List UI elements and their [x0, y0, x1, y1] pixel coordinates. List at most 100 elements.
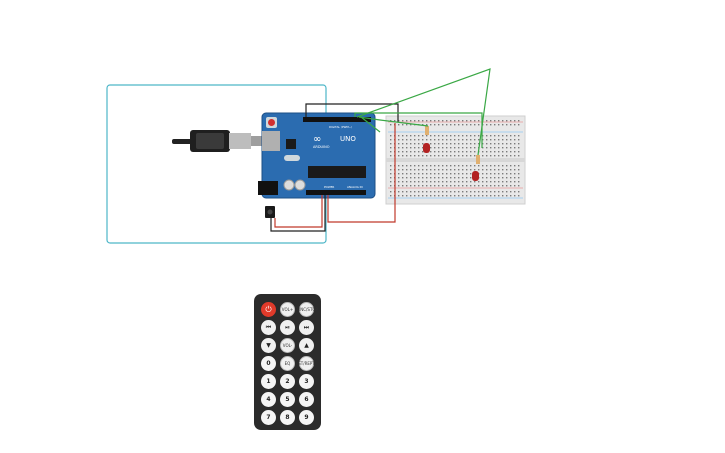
breadboard-hole	[510, 139, 512, 141]
breadboard-hole	[506, 151, 508, 153]
led-1[interactable]	[423, 143, 430, 153]
breadboard-hole	[430, 147, 432, 149]
breadboard-hole	[398, 169, 400, 171]
ir-receiver[interactable]	[265, 206, 275, 218]
breadboard-hole	[442, 169, 444, 171]
remote-digit-7-button[interactable]: 7	[261, 410, 276, 425]
breadboard-hole	[518, 191, 520, 193]
breadboard-hole	[402, 169, 404, 171]
remote-vol-up-button[interactable]: VOL+	[280, 302, 295, 317]
remote-down-button[interactable]: ▼	[261, 338, 276, 353]
breadboard-hole	[518, 173, 520, 175]
breadboard-hole	[502, 195, 504, 197]
breadboard-hole	[402, 181, 404, 183]
breadboard-hole	[462, 173, 464, 175]
remote-digit-0-button[interactable]: 0	[261, 356, 276, 371]
breadboard-hole	[482, 177, 484, 179]
breadboard-hole	[470, 151, 472, 153]
breadboard-hole	[518, 139, 520, 141]
breadboard-hole	[510, 169, 512, 171]
breadboard-hole	[482, 191, 484, 193]
breadboard-hole	[446, 139, 448, 141]
breadboard-hole	[454, 147, 456, 149]
remote-digit-5-button[interactable]: 5	[280, 392, 295, 407]
breadboard-hole	[518, 151, 520, 153]
breadboard-hole	[434, 169, 436, 171]
breadboard-hole	[462, 191, 464, 193]
remote-digit-9-button[interactable]: 9	[299, 410, 314, 425]
breadboard-hole	[462, 169, 464, 171]
remote-prev-button[interactable]: ⏮	[261, 320, 276, 335]
remote-next-button[interactable]: ⏭	[299, 320, 314, 335]
breadboard-hole	[410, 124, 412, 126]
breadboard-hole	[414, 143, 416, 145]
breadboard-hole	[490, 120, 492, 122]
breadboard-hole	[486, 177, 488, 179]
wire-black-ir	[270, 195, 326, 232]
breadboard-hole	[494, 135, 496, 137]
arduino-uno-board[interactable]: ∞ ARDUINO UNO DIGITAL (PWM~) POWER ANALO…	[258, 112, 376, 199]
remote-func-stop-button[interactable]: FUNC/STOP	[295, 302, 318, 317]
breadboard-hole	[446, 124, 448, 126]
breadboard-hole	[390, 147, 392, 149]
breadboard-hole	[466, 169, 468, 171]
remote-digit-4-button[interactable]: 4	[261, 392, 276, 407]
analog-header-label: ANALOG IN	[347, 185, 363, 189]
breadboard-hole	[462, 181, 464, 183]
remote-eq-button[interactable]: EQ	[280, 356, 295, 371]
breadboard-hole	[390, 165, 392, 167]
breadboard-hole	[398, 151, 400, 153]
breadboard-hole	[390, 169, 392, 171]
breadboard-hole	[390, 155, 392, 157]
breadboard-hole	[398, 120, 400, 122]
breadboard-hole	[450, 195, 452, 197]
breadboard-hole	[442, 191, 444, 193]
breadboard-hole	[450, 124, 452, 126]
breadboard[interactable]	[385, 115, 526, 205]
breadboard-hole	[518, 181, 520, 183]
remote-digit-2-button[interactable]: 2	[280, 374, 295, 389]
breadboard-hole	[482, 135, 484, 137]
remote-digit-8-button[interactable]: 8	[280, 410, 295, 425]
breadboard-hole	[478, 143, 480, 145]
breadboard-hole	[390, 143, 392, 145]
resistor-2[interactable]	[476, 155, 480, 164]
breadboard-hole	[422, 173, 424, 175]
breadboard-hole	[442, 143, 444, 145]
breadboard-hole	[418, 177, 420, 179]
breadboard-hole	[390, 139, 392, 141]
breadboard-hole	[446, 185, 448, 187]
remote-digit-6-button[interactable]: 6	[299, 392, 314, 407]
remote-st-rept-button[interactable]: ST/REPT	[298, 356, 315, 371]
remote-vol-down-button[interactable]: VOL-	[280, 338, 295, 353]
ir-remote[interactable]: ⏻ VOL+ FUNC/STOP ⏮ ⏯ ⏭ ▼ VOL- ▲ 0 EQ ST/…	[254, 294, 321, 430]
breadboard-hole	[470, 195, 472, 197]
resistor-1[interactable]	[425, 126, 429, 135]
remote-digit-1-button[interactable]: 1	[261, 374, 276, 389]
breadboard-hole	[418, 169, 420, 171]
led-2[interactable]	[472, 171, 479, 181]
breadboard-hole	[498, 191, 500, 193]
remote-digit-3-button[interactable]: 3	[299, 374, 314, 389]
remote-play-pause-button[interactable]: ⏯	[280, 320, 295, 335]
breadboard-hole	[494, 169, 496, 171]
breadboard-hole	[398, 124, 400, 126]
breadboard-hole	[418, 147, 420, 149]
wires[interactable]	[270, 68, 491, 232]
breadboard-hole	[454, 120, 456, 122]
breadboard-hole	[458, 169, 460, 171]
remote-power-button[interactable]: ⏻	[261, 302, 276, 317]
breadboard-hole	[426, 139, 428, 141]
breadboard-hole	[450, 155, 452, 157]
breadboard-hole	[486, 143, 488, 145]
breadboard-hole	[390, 120, 392, 122]
usb-cable[interactable]	[172, 130, 265, 152]
breadboard-hole	[430, 181, 432, 183]
breadboard-hole	[478, 169, 480, 171]
breadboard-hole	[442, 181, 444, 183]
breadboard-hole	[422, 124, 424, 126]
remote-up-button[interactable]: ▲	[299, 338, 314, 353]
breadboard-hole	[498, 139, 500, 141]
breadboard-hole	[470, 155, 472, 157]
